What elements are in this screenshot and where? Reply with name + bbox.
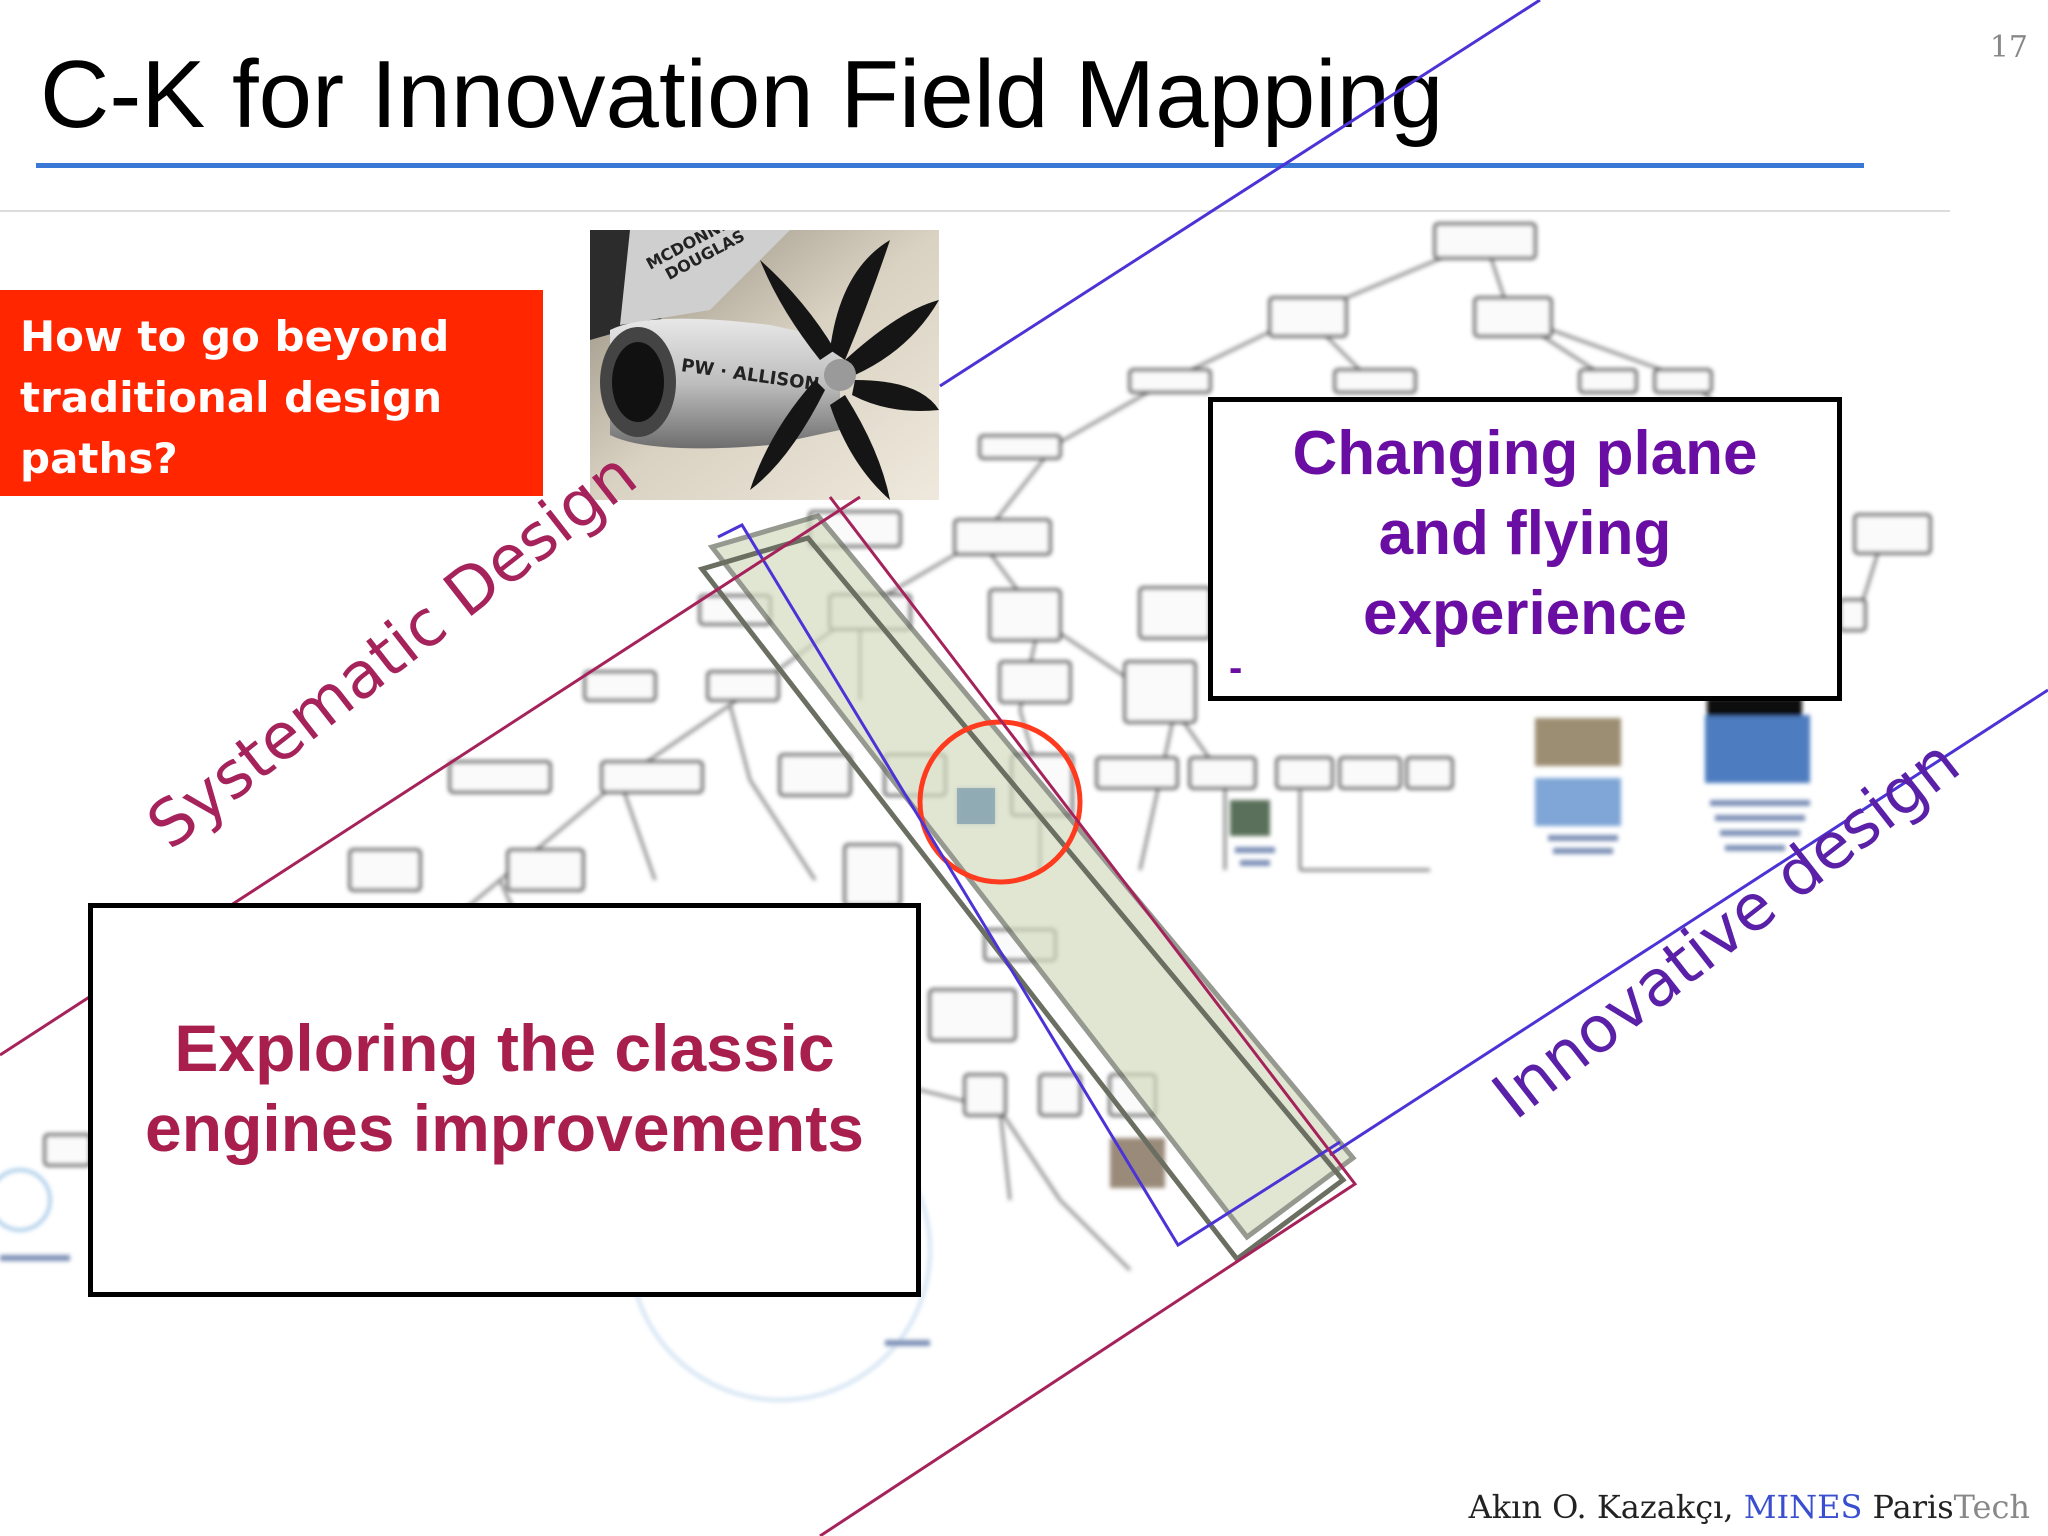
engine-photo: MCDONNELL DOUGLAS PW · ALLISON [590, 230, 939, 500]
question-line-3: paths? [20, 434, 178, 483]
question-box: How to go beyond traditional design path… [0, 290, 543, 496]
right-box-line-2: and flying [1378, 499, 1672, 568]
propeller-blades [750, 240, 939, 500]
right-box-line-1: Changing plane [1292, 419, 1758, 488]
classic-engines-box: Exploring the classic engines improvemen… [88, 903, 921, 1297]
slide-title: C-K for Innovation Field Mapping [40, 41, 1444, 148]
title-underline [36, 163, 1864, 168]
left-box-line-2: engines improvements [145, 1091, 864, 1165]
right-box-dash: - [1229, 646, 1243, 690]
footer-credit: Akın O. Kazakçı, MINES ParisTech [1469, 1488, 2030, 1526]
question-line-2: traditional design [20, 373, 443, 422]
question-line-1: How to go beyond [20, 312, 450, 361]
footer-paris: Paris [1862, 1488, 1954, 1526]
footer-author: Akın O. Kazakçı, [1468, 1488, 1744, 1526]
footer-mines: MINES [1743, 1488, 1863, 1526]
page-number: 17 [1989, 30, 2028, 65]
changing-plane-box: Changing plane and flying experience - [1208, 397, 1842, 701]
engine-illustration: MCDONNELL DOUGLAS PW · ALLISON [590, 230, 939, 500]
right-box-line-3: experience [1363, 579, 1687, 648]
left-box-line-1: Exploring the classic [174, 1011, 835, 1085]
footer-tech: Tech [1953, 1488, 2030, 1526]
